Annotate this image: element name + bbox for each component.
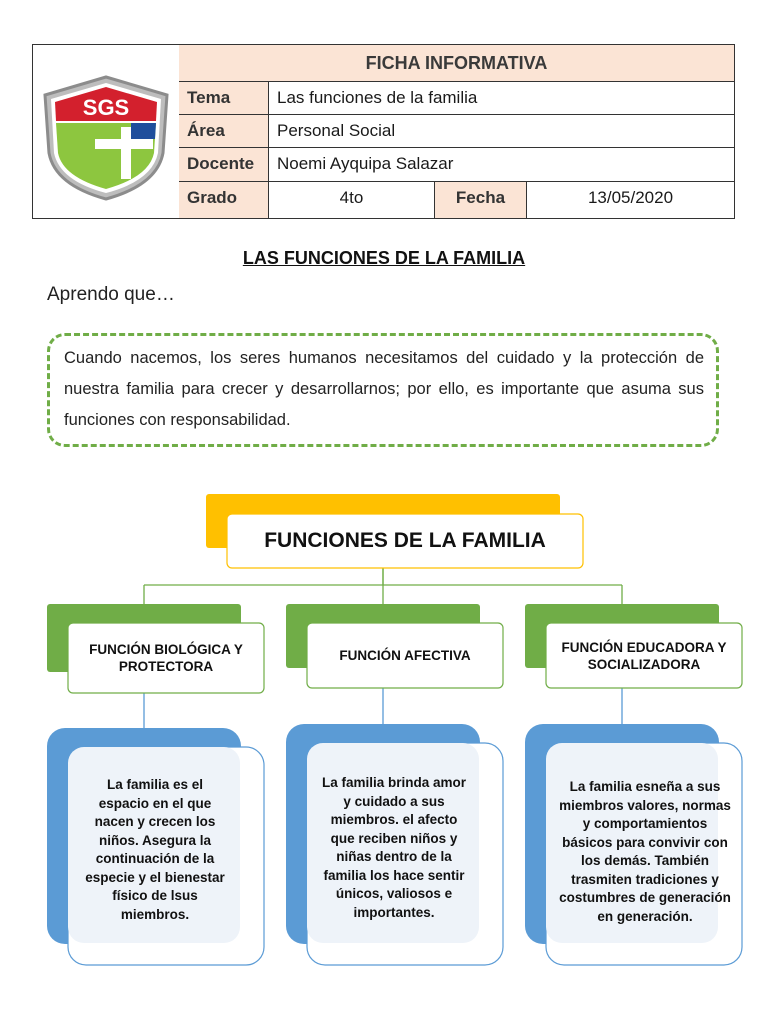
branch-title-3: FUNCIÓN EDUCADORA Y SOCIALIZADORA xyxy=(561,639,727,672)
page-title: LAS FUNCIONES DE LA FAMILIA xyxy=(242,248,526,268)
fecha-label: Fecha xyxy=(435,182,527,218)
desc-fill-2 xyxy=(307,743,479,943)
logo-cell: SGS xyxy=(33,45,180,218)
branch-desc-3: La familia esneña a sus miembros valores… xyxy=(559,779,731,924)
area-label: Área xyxy=(179,115,269,147)
grado-label: Grado xyxy=(179,182,269,218)
docente-label: Docente xyxy=(179,148,269,181)
desc-connectors xyxy=(143,688,623,728)
root-box xyxy=(226,513,584,569)
grado-value: 4to xyxy=(269,182,435,218)
branch-box-1 xyxy=(67,622,265,694)
desc-fill-3 xyxy=(546,743,718,943)
intro-box xyxy=(47,333,719,447)
root-label: FUNCIONES DE LA FAMILIA xyxy=(264,529,546,552)
school-logo: SGS xyxy=(43,75,169,201)
tema-label: Tema xyxy=(179,82,269,114)
branch-box-2 xyxy=(306,622,504,689)
intro-text: Cuando nacemos, los seres humanos necesi… xyxy=(64,349,704,429)
branch-box-3 xyxy=(545,622,743,689)
fecha-value: 13/05/2020 xyxy=(587,188,674,207)
intro-heading: Aprendo que… xyxy=(47,284,175,305)
tema-value: Las funciones de la familia xyxy=(277,88,478,107)
branch-title-1: FUNCIÓN BIOLÓGICA Y PROTECTORA xyxy=(89,642,243,674)
docente-value: Noemi Ayquipa Salazar xyxy=(277,154,454,173)
info-header-table: SGS FICHA INFORMATIVA Tema Las funciones… xyxy=(32,44,735,219)
branch-desc-2: La familia brinda amor y cuidado a sus m… xyxy=(321,775,467,920)
area-value: Personal Social xyxy=(277,121,396,140)
branch-desc-1: La familia es el espacio en el que nacen… xyxy=(85,777,225,922)
logo-text: SGS xyxy=(83,95,129,120)
sheet-title: FICHA INFORMATIVA xyxy=(179,45,734,81)
desc-fill-1 xyxy=(68,747,240,943)
tree-connectors xyxy=(143,568,623,605)
branch-title-2: FUNCIÓN AFECTIVA xyxy=(339,648,471,663)
